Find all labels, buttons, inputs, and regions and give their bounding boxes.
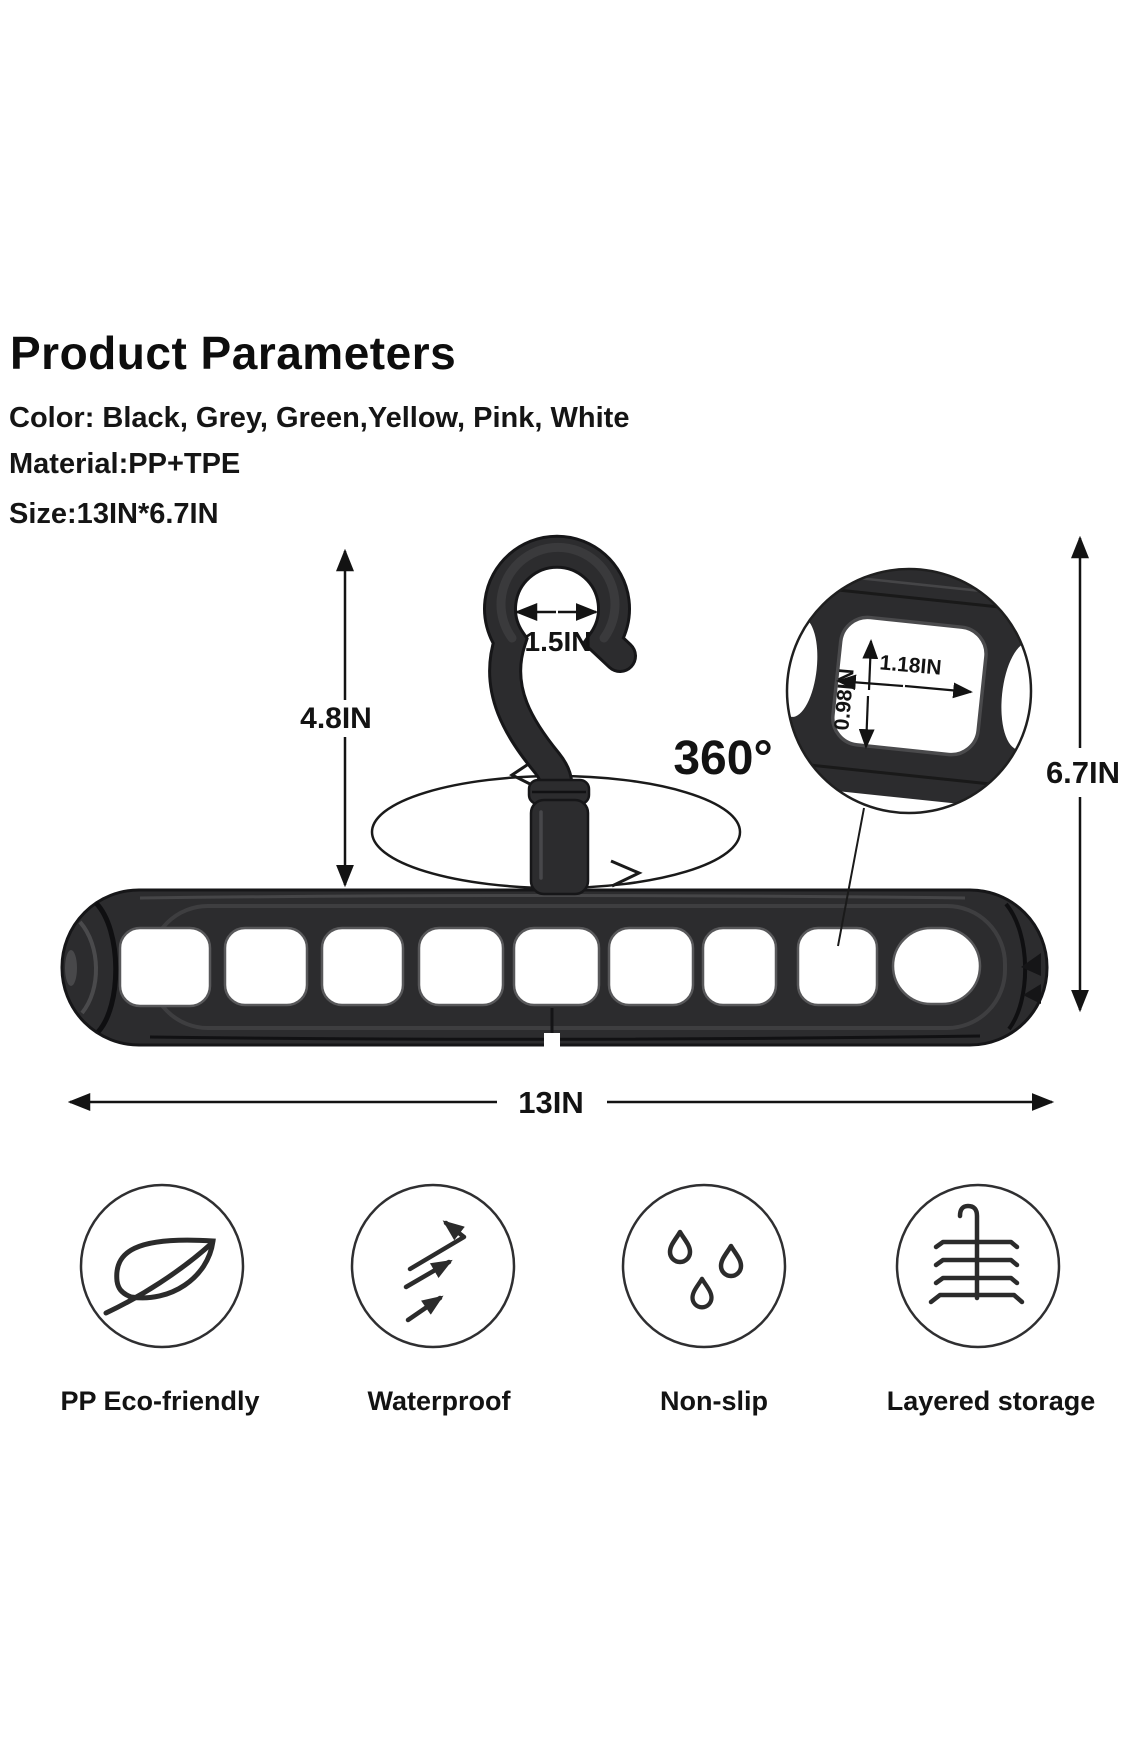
overall-height-label: 6.7IN xyxy=(1046,755,1120,790)
stacked-hangers-icon xyxy=(928,1203,1025,1305)
feature-caption-layered: Layered storage xyxy=(887,1386,1096,1416)
hook-opening-label: 1.5IN xyxy=(525,626,592,657)
rotation-arrowhead-left-icon xyxy=(509,759,535,788)
left-cap-crease xyxy=(94,901,119,1034)
rotation-label: 360° xyxy=(673,732,772,785)
slot-3 xyxy=(320,926,405,1007)
slot-9 xyxy=(891,926,982,1006)
slot-1 xyxy=(118,926,212,1008)
hanger-hook xyxy=(483,534,637,811)
slot-6 xyxy=(607,926,695,1007)
feature-caption-waterproof: Waterproof xyxy=(368,1386,512,1416)
overall-width-label: 13IN xyxy=(518,1085,583,1120)
rotation-arrowhead-right-icon xyxy=(610,859,643,888)
material-spec-line: Material:PP+TPE xyxy=(9,448,241,480)
slot-7 xyxy=(701,926,778,1007)
size-spec-line: Size:13IN*6.7IN xyxy=(9,498,219,530)
color-spec-line: Color: Black, Grey, Green,Yellow, Pink, … xyxy=(9,402,630,434)
feature-layered xyxy=(895,1183,1061,1349)
swivel-connector xyxy=(527,778,591,896)
slot-5 xyxy=(512,926,601,1007)
feature-caption-eco: PP Eco-friendly xyxy=(60,1386,259,1416)
dimension-slot-width: 1.18IN xyxy=(836,651,973,699)
hanger-slots xyxy=(118,926,982,1008)
deflect-arrows-icon xyxy=(403,1220,467,1323)
page-title: Product Parameters xyxy=(10,327,457,379)
hook-height-label: 4.8IN xyxy=(300,702,372,735)
slot-width-label: 1.18IN xyxy=(879,651,943,679)
dimension-hook-height: 4.8IN xyxy=(300,548,372,888)
feature-nonslip xyxy=(621,1183,787,1349)
feature-captions: PP Eco-friendly Waterproof Non-slip Laye… xyxy=(60,1386,1095,1416)
dimension-overall-height: 6.7IN xyxy=(1046,535,1120,1013)
leaf-icon xyxy=(103,1237,216,1316)
feature-waterproof xyxy=(350,1183,516,1349)
feature-caption-nonslip: Non-slip xyxy=(660,1386,768,1416)
inset-pointer-line xyxy=(837,807,865,947)
slot-4 xyxy=(417,926,505,1007)
hanger-bar xyxy=(60,888,1049,1047)
zoom-inset-circle: 1.18IN 0.98IN xyxy=(785,567,1033,947)
slot-2 xyxy=(223,926,309,1007)
slot-height-label: 0.98IN xyxy=(830,668,858,732)
dimension-hook-opening: 1.5IN xyxy=(514,603,599,657)
slot-8 xyxy=(796,926,879,1007)
center-notch xyxy=(544,1033,560,1047)
dimension-overall-width: 13IN xyxy=(67,1085,1055,1120)
water-drops-icon xyxy=(667,1229,744,1310)
dimension-slot-height: 0.98IN xyxy=(830,639,879,749)
feature-eco xyxy=(79,1183,245,1349)
feature-badges xyxy=(79,1183,1061,1349)
